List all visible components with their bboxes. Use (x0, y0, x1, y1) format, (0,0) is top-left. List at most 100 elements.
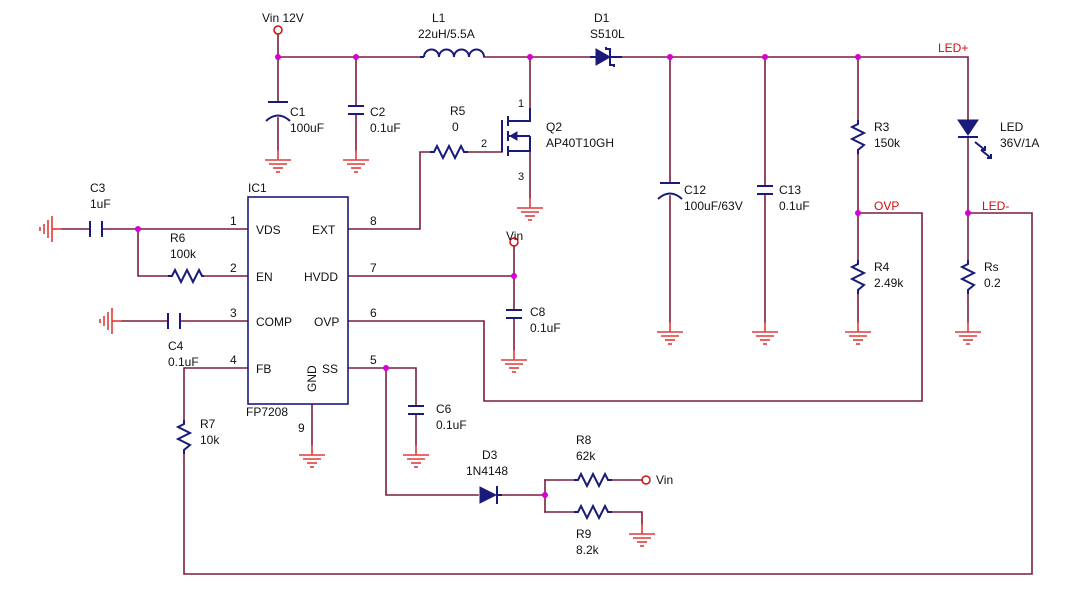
c13-value: 0.1uF (779, 199, 810, 213)
pin-name-hvdd: HVDD (304, 270, 338, 284)
c6-ref: C6 (436, 402, 452, 416)
r3-ref: R3 (874, 120, 890, 134)
diode-d3 (479, 486, 502, 504)
electrolytic-capacitor-c12 (657, 182, 683, 200)
ground-icon (751, 321, 779, 345)
pin-num-comp: 3 (230, 306, 237, 320)
pin-name-vds: VDS (256, 223, 281, 237)
resistor-r8 (574, 471, 612, 489)
electrolytic-capacitor-c1 (265, 101, 291, 122)
c2-value: 0.1uF (370, 121, 401, 135)
pin-num-fb: 4 (230, 353, 237, 367)
led-icon (957, 119, 992, 159)
c3-value: 1uF (90, 197, 111, 211)
inductor-l1 (420, 48, 485, 58)
c8-ref: C8 (530, 305, 546, 319)
resistor-r5 (430, 143, 468, 161)
l1-ref: L1 (432, 11, 446, 25)
d1-ref: D1 (594, 11, 610, 25)
resistor-r6 (168, 267, 204, 285)
ground-icon (628, 523, 656, 547)
capacitor-c2 (348, 105, 364, 115)
q2-value: AP40T10GH (546, 136, 614, 150)
c12-ref: C12 (684, 183, 706, 197)
pin-name-fb: FB (256, 362, 271, 376)
resistor-r9 (574, 503, 612, 521)
vin-port-c8 (509, 237, 519, 247)
pin-num-vds: 1 (230, 214, 237, 228)
ic-fp7208 (247, 196, 349, 405)
ground-icon (264, 149, 292, 173)
ground-icon (298, 444, 326, 468)
pin-num-ext: 8 (370, 214, 377, 228)
q2-pin-drain: 1 (518, 98, 524, 110)
vin-c8-label: Vin (506, 229, 523, 243)
c3-ref: C3 (90, 181, 106, 195)
rs-ref: Rs (984, 260, 999, 274)
pin-name-comp: COMP (256, 315, 292, 329)
led-ref: LED (1000, 120, 1024, 134)
ground-icon (516, 197, 544, 221)
pin-name-ext: EXT (312, 223, 336, 237)
wires (61, 34, 1033, 575)
pin-name-ovp: OVP (314, 315, 339, 329)
ground-icon (99, 307, 123, 335)
ic-part: FP7208 (246, 405, 288, 419)
d3-ref: D3 (482, 448, 498, 462)
capacitor-c13 (757, 185, 773, 195)
q2-pin-source: 3 (518, 171, 524, 183)
r8-ref: R8 (576, 433, 592, 447)
junctions (135, 54, 971, 498)
pin-name-ss: SS (322, 362, 338, 376)
pin-num-ss: 5 (370, 353, 377, 367)
capacitor-c6 (408, 405, 424, 415)
capacitor-c8 (506, 309, 522, 319)
c4-value: 0.1uF (168, 355, 199, 369)
r7-ref: R7 (200, 417, 216, 431)
capacitor-c4 (167, 313, 181, 329)
r5-ref: R5 (450, 104, 466, 118)
ground-icon (500, 349, 528, 373)
resistor-r4 (849, 260, 867, 294)
r3-value: 150k (874, 136, 901, 150)
pin-num-en: 2 (230, 261, 237, 275)
resistor-r7 (175, 420, 193, 454)
rs-value: 0.2 (984, 276, 1001, 290)
q2-pin-gate: 2 (481, 138, 487, 150)
pin-num-ovp: 6 (370, 306, 377, 320)
ground-icon (656, 321, 684, 345)
c6-value: 0.1uF (436, 418, 467, 432)
resistor-r3 (849, 120, 867, 154)
c1-value: 100uF (290, 121, 324, 135)
r6-value: 100k (170, 247, 197, 261)
ground-icon (954, 321, 982, 345)
c1-ref: C1 (290, 105, 306, 119)
vin-top-label: Vin 12V (262, 11, 304, 25)
led-plus-net: LED+ (938, 41, 968, 55)
ground-icon (342, 149, 370, 173)
q2-ref: Q2 (546, 120, 562, 134)
mosfet-q2 (501, 108, 531, 156)
led-value: 36V/1A (1000, 136, 1039, 150)
l1-value: 22uH/5.5A (418, 27, 475, 41)
vin-r8-label: Vin (656, 473, 673, 487)
vin-port-r8 (641, 475, 651, 485)
r4-value: 2.49k (874, 276, 904, 290)
ic-ref: IC1 (248, 181, 267, 195)
r4-ref: R4 (874, 260, 890, 274)
c12-value: 100uF/63V (684, 199, 743, 213)
d1-value: S510L (590, 27, 625, 41)
r7-value: 10k (200, 433, 220, 447)
r9-ref: R9 (576, 527, 592, 541)
r8-value: 62k (576, 449, 596, 463)
c13-ref: C13 (779, 183, 801, 197)
pin-name-gnd: GND (305, 365, 319, 392)
pin-num-gnd: 9 (298, 421, 305, 435)
d3-value: 1N4148 (466, 464, 508, 478)
pin-name-en: EN (256, 270, 273, 284)
vin-port-top (273, 25, 283, 35)
ovp-net: OVP (874, 199, 899, 213)
c8-value: 0.1uF (530, 321, 561, 335)
resistor-rs (959, 260, 977, 294)
